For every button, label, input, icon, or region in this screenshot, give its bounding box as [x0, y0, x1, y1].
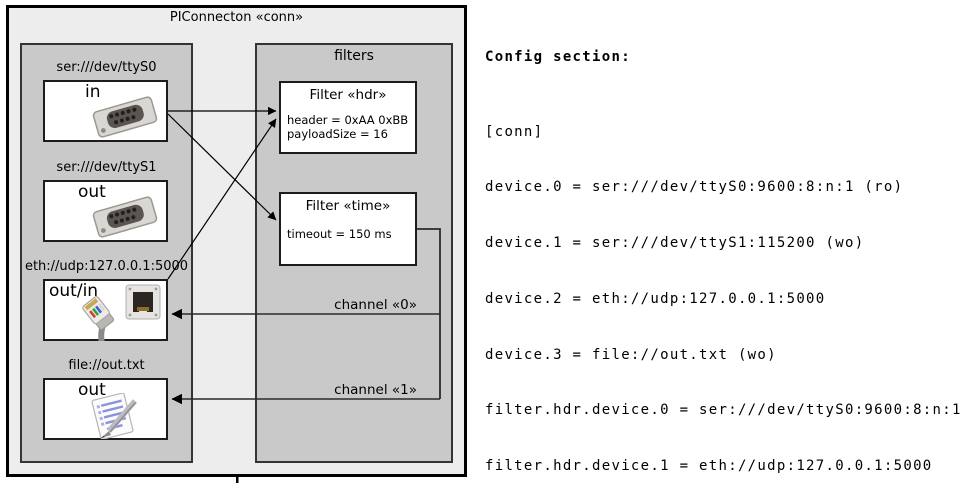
notepad-icon — [91, 393, 138, 439]
device-box-ttys1: out — [43, 180, 168, 242]
device-direction-label: out — [78, 380, 106, 400]
device-direction-label: out — [78, 182, 106, 202]
ethernet-plug-icon — [82, 296, 115, 341]
device-box-ttys0: in — [43, 80, 168, 142]
config-section: Config section: [conn] device.0 = ser://… — [485, 11, 964, 484]
filter-box-time: Filter «time» timeout = 150 ms — [279, 192, 417, 266]
filter-property: header = 0xAA 0xBB — [287, 113, 409, 127]
diagram-title: PIConnecton «conn» — [169, 10, 304, 25]
device-uri-label: ser:///dev/ttyS1 — [56, 160, 157, 175]
filter-property: timeout = 150 ms — [287, 227, 392, 241]
filter-property: payloadSize = 16 — [287, 127, 388, 141]
config-heading: Config section: — [485, 49, 631, 66]
device-uri-label: eth://udp:127.0.0.1:5000 — [24, 259, 189, 274]
device-uri-label: file://out.txt — [68, 358, 145, 373]
device-box-file: out — [43, 378, 168, 440]
serial-connector-icon — [92, 196, 158, 238]
config-line: device.2 = eth://udp:127.0.0.1:5000 — [485, 290, 826, 307]
config-line: filter.hdr.device.0 = ser:///dev/ttyS0:9… — [485, 402, 962, 419]
serial-connector-icon — [92, 96, 158, 138]
config-line: [conn] — [485, 123, 544, 140]
channel-1-label: channel «1» — [334, 382, 417, 398]
device-uri-label: ser:///dev/ttyS0 — [56, 60, 157, 75]
ethernet-jack-icon — [125, 284, 161, 320]
config-line: filter.hdr.device.1 = eth://udp:127.0.0.… — [485, 458, 933, 475]
config-line: device.1 = ser:///dev/ttyS1:115200 (wo) — [485, 235, 865, 252]
filter-title: Filter «hdr» — [309, 87, 387, 103]
device-direction-label: in — [85, 82, 101, 102]
channel-0-label: channel «0» — [334, 297, 417, 313]
filters-panel-title: filters — [334, 48, 374, 64]
config-line: device.0 = ser:///dev/ttyS0:9600:8:n:1 (… — [485, 179, 904, 196]
device-direction-label: out/in — [49, 281, 99, 301]
config-line: device.3 = file://out.txt (wo) — [485, 346, 777, 363]
device-box-eth: out/in — [43, 279, 168, 341]
filter-box-hdr: Filter «hdr» header = 0xAA 0xBB payloadS… — [279, 81, 417, 154]
filter-title: Filter «time» — [305, 198, 391, 214]
